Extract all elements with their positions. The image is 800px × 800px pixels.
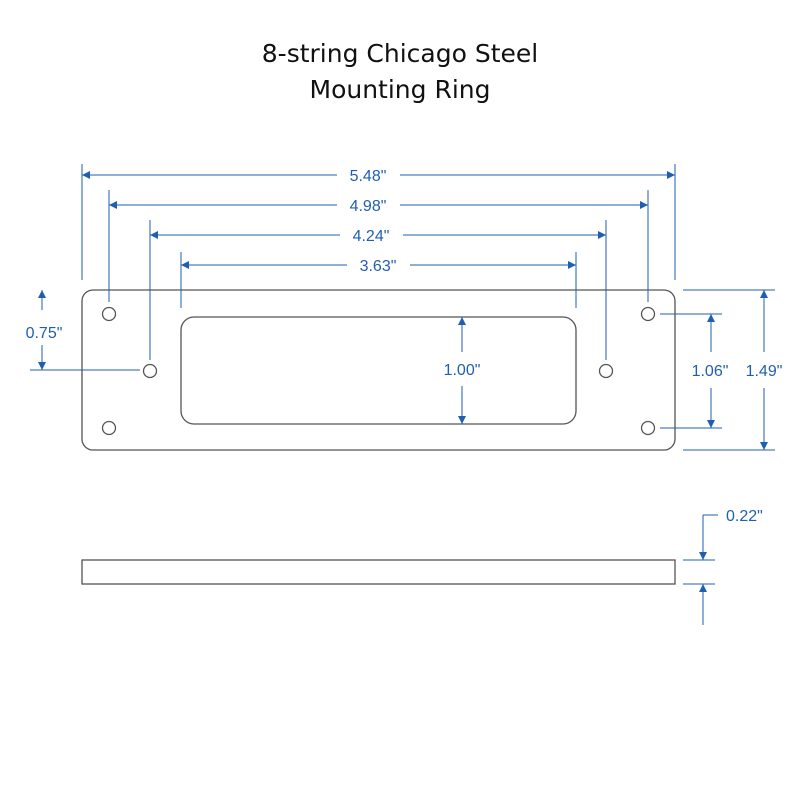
pickup-opening (180, 316, 577, 425)
label-overall-length: 5.48" (350, 168, 387, 185)
dim-thickness: 0.22" (699, 508, 763, 625)
dim-hole-offset: 0.75" (26, 290, 63, 370)
ring-outline (81, 289, 676, 451)
label-corner-hole-spacing: 1.06" (692, 363, 729, 380)
mounting-hole-bottom-left (101, 420, 117, 436)
mounting-hole-top-left (101, 306, 117, 322)
title-line-1: 8-string Chicago Steel (261, 39, 539, 68)
dim-outer-hole-spacing: 4.98" (109, 198, 648, 215)
dim-corner-hole-spacing: 1.06" (692, 314, 729, 428)
mounting-hole-inner-left (142, 363, 158, 379)
ring-top-view (81, 289, 676, 451)
mounting-hole-top-right (640, 306, 656, 322)
label-hole-offset: 0.75" (26, 325, 63, 342)
dim-inner-hole-spacing: 4.24" (150, 228, 606, 245)
ring-side-view (81, 559, 676, 585)
label-overall-width: 1.49" (746, 363, 783, 380)
title-line-2: Mounting Ring (309, 75, 491, 104)
mounting-hole-inner-right (598, 363, 614, 379)
dim-overall-width: 1.49" (746, 290, 783, 450)
label-outer-hole-spacing: 4.98" (350, 198, 387, 215)
label-opening-width: 1.00" (444, 362, 481, 379)
label-inner-hole-spacing: 4.24" (353, 228, 390, 245)
dim-opening-length: 3.63" (181, 258, 576, 275)
extension-lines (30, 164, 775, 585)
mounting-hole-bottom-right (640, 420, 656, 436)
drawing-title: 8-string Chicago Steel Mounting Ring (0, 36, 800, 108)
label-opening-length: 3.63" (360, 258, 397, 275)
dim-overall-length: 5.48" (82, 168, 675, 185)
label-thickness: 0.22" (726, 508, 763, 525)
dim-opening-width: 1.00" (444, 317, 481, 424)
